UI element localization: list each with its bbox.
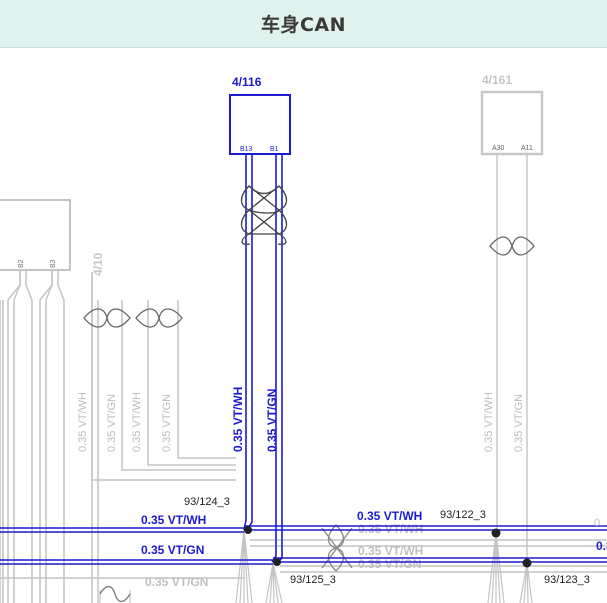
active-twist: [240, 185, 288, 246]
right-label-wh: 0.35 VT/WH: [483, 392, 495, 452]
pin-b1-label: B1: [270, 146, 279, 153]
right-grey-wires: [496, 154, 528, 560]
active-vertical-wires: [243, 154, 283, 566]
splice-label-122: 93/122_3: [440, 509, 486, 521]
wire-left-11[interactable]: [147, 300, 236, 466]
left-label-1: 0.35 VT/WH: [77, 392, 89, 452]
bottom-faded-label: 0.35 VT/GN: [145, 575, 208, 589]
diagram-title: 车身CAN: [260, 14, 347, 36]
splice-93-125-3[interactable]: [273, 558, 281, 566]
connector-4-116-box[interactable]: [229, 94, 291, 155]
left-grey-wires: [0, 270, 236, 603]
faded-label-wh: 0.35 VT/WH: [358, 544, 423, 558]
connector-4-10-label: 4/10: [91, 252, 105, 276]
splice-label-125: 93/125_3: [290, 574, 336, 586]
wire-left-2[interactable]: [13, 270, 21, 603]
pin-b3-label: B3: [50, 259, 57, 268]
active-label-gn: 0.35 VT/GN: [265, 389, 279, 452]
pin-a11-label: A11: [521, 145, 533, 152]
left-label-3: 0.35 VT/WH: [131, 392, 143, 452]
connector-4-10[interactable]: B2 B3 4/10: [0, 199, 105, 276]
h-label-wh-right: 0.35 VT/WH: [357, 509, 422, 523]
left-twist-2: [135, 308, 183, 328]
active-label-wh: 0.35 VT/WH: [231, 387, 245, 452]
pin-b2-label: B2: [18, 259, 25, 268]
splice-93-122-3[interactable]: [491, 528, 501, 538]
wire-left-6[interactable]: [57, 270, 65, 603]
pin-a30-label: A30: [492, 145, 505, 152]
left-label-2: 0.35 VT/GN: [106, 394, 118, 452]
left-twist-1: [83, 308, 131, 328]
diagram-header: 车身CAN: [0, 0, 607, 48]
splice-label-124: 93/124_3: [184, 496, 230, 508]
connector-4-161[interactable]: 4/161 A30 A11: [480, 73, 544, 156]
splice-93-124-3[interactable]: [244, 526, 252, 534]
left-label-4: 0.35 VT/GN: [161, 394, 173, 452]
splice-fans: [99, 529, 533, 603]
faded-horizontals: [0, 539, 607, 579]
faded-label-wh-2: 0.35 VT/WH: [358, 522, 423, 536]
wire-b13-a[interactable]: [243, 154, 247, 531]
right-label-gn: 0.35 VT/GN: [513, 394, 525, 452]
splice-93-123-3[interactable]: [522, 558, 532, 568]
faded-label-gn: 0.35 VT/GN: [358, 557, 421, 571]
splice-label-123: 93/123_3: [544, 574, 590, 586]
edge-label-top: 0.: [594, 517, 603, 529]
mid-twist: [321, 524, 353, 572]
h-label-wh-left: 0.35 VT/WH: [141, 513, 206, 527]
active-horizontal-wires: [0, 525, 607, 565]
connector-4-161-box[interactable]: [480, 90, 544, 156]
wiring-diagram: B2 B3 4/10 0: [0, 73, 607, 603]
bottom-twist: [99, 585, 131, 603]
edge-label-bottom: 0.3: [596, 539, 607, 553]
h-label-gn-left: 0.35 VT/GN: [141, 543, 204, 557]
left-wire-labels: 0.35 VT/WH 0.35 VT/GN 0.35 VT/WH 0.35 VT…: [77, 392, 173, 452]
connector-4-10-box[interactable]: [0, 199, 71, 271]
wire-left-12[interactable]: [177, 300, 236, 459]
wire-b1-a[interactable]: [271, 154, 277, 563]
connector-4-116-label: 4/116: [232, 75, 262, 89]
splice-points: [244, 526, 532, 568]
connector-4-116[interactable]: 4/116 B13 B1: [229, 75, 291, 155]
wire-left-10[interactable]: [121, 300, 236, 471]
right-twist: [489, 236, 535, 256]
connector-4-161-label: 4/161: [482, 73, 512, 87]
pin-b13-label: B13: [240, 146, 253, 153]
wire-left-5[interactable]: [45, 270, 53, 603]
wire-left-3[interactable]: [25, 270, 33, 603]
